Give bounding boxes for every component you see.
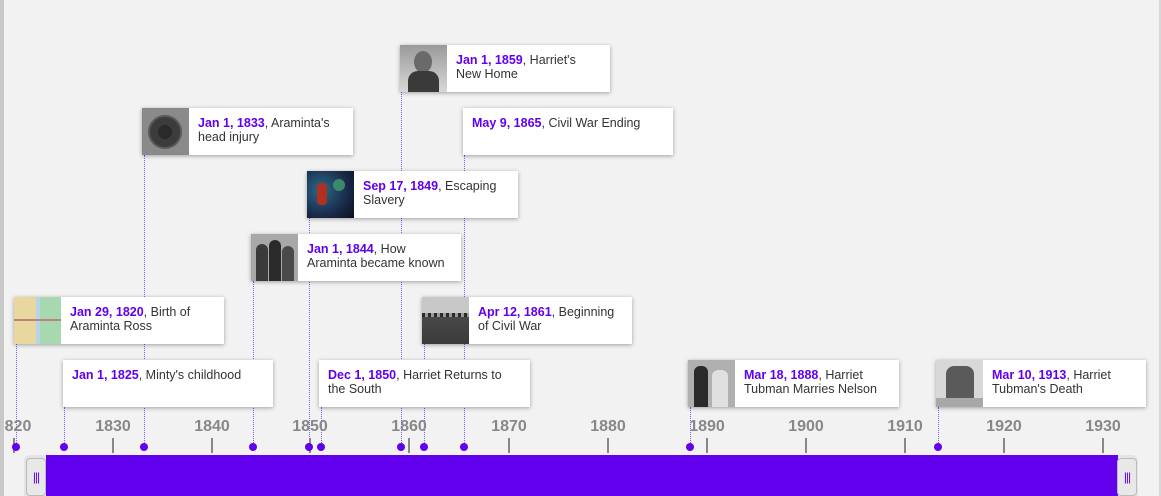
event-date: Apr 12, 1861 xyxy=(478,305,552,319)
event-title: Escaping Slavery xyxy=(363,179,497,207)
event-title: How Araminta became known xyxy=(307,242,445,270)
event-date: Jan 1, 1833 xyxy=(198,116,265,130)
event-title: Harriet's New Home xyxy=(456,53,576,81)
event-date: Sep 17, 1849 xyxy=(363,179,439,193)
event-card-head-injury[interactable]: Jan 1, 1833, Araminta's head injury xyxy=(142,108,353,155)
axis-tick xyxy=(1102,438,1104,453)
event-marker[interactable] xyxy=(305,443,313,451)
axis-tick xyxy=(211,438,213,453)
axis-label: 820 xyxy=(4,418,32,435)
portrait-photo-icon xyxy=(400,45,447,92)
wedding-photo-icon xyxy=(688,360,735,407)
axis-label: 1910 xyxy=(887,418,923,435)
event-card-beginning-of-civil-war[interactable]: Apr 12, 1861, Beginning of Civil War xyxy=(422,297,632,344)
event-date: Mar 10, 1913 xyxy=(992,368,1067,382)
group-photo-icon xyxy=(251,234,298,281)
event-marker[interactable] xyxy=(60,443,68,451)
event-title: Birth of Araminta Ross xyxy=(70,305,191,333)
leader-line xyxy=(309,218,310,447)
axis-label: 1920 xyxy=(986,418,1022,435)
iron-weight-photo-icon xyxy=(142,108,189,155)
event-card-harriets-new-home[interactable]: Jan 1, 1859, Harriet's New Home xyxy=(400,45,610,92)
event-card-harriet-marries-nelson[interactable]: Mar 18, 1888, Harriet Tubman Marries Nel… xyxy=(688,360,899,407)
leader-line xyxy=(16,344,17,447)
event-date: May 9, 1865 xyxy=(472,116,542,130)
event-card-civil-war-ending[interactable]: May 9, 1865, Civil War Ending xyxy=(463,108,673,155)
event-card-how-araminta-became-known[interactable]: Jan 1, 1844, How Araminta became known xyxy=(251,234,461,281)
axis-label: 1900 xyxy=(788,418,824,435)
axis-tick xyxy=(805,438,807,453)
event-marker[interactable] xyxy=(934,443,942,451)
grip-icon: ||| xyxy=(32,470,40,484)
event-title: Harriet Tubman Marries Nelson xyxy=(744,368,877,396)
event-marker[interactable] xyxy=(12,443,20,451)
range-slider-right-handle[interactable]: ||| xyxy=(1117,458,1137,496)
axis-label: 1890 xyxy=(689,418,725,435)
gravestone-photo-icon xyxy=(936,360,983,407)
axis-label: 1830 xyxy=(95,418,131,435)
event-title: Harriet Returns to the South xyxy=(328,368,502,396)
map-icon xyxy=(14,297,61,344)
leader-line xyxy=(321,407,322,447)
event-card-birth-of-araminta[interactable]: Jan 29, 1820, Birth of Araminta Ross xyxy=(14,297,224,344)
axis-tick xyxy=(1003,438,1005,453)
leader-line xyxy=(690,407,691,447)
event-date: Dec 1, 1850 xyxy=(328,368,397,382)
axis-tick xyxy=(706,438,708,453)
event-marker[interactable] xyxy=(317,443,325,451)
axis-tick xyxy=(112,438,114,453)
event-date: Jan 1, 1859 xyxy=(456,53,523,67)
event-marker[interactable] xyxy=(249,443,257,451)
event-title: Beginning of Civil War xyxy=(478,305,615,333)
event-card-mintys-childhood[interactable]: Jan 1, 1825, Minty's childhood xyxy=(63,360,273,407)
event-card-harriet-returns[interactable]: Dec 1, 1850, Harriet Returns to the Sout… xyxy=(319,360,530,407)
left-edge xyxy=(0,0,4,496)
axis-label: 1930 xyxy=(1085,418,1121,435)
event-marker[interactable] xyxy=(140,443,148,451)
soldiers-photo-icon xyxy=(422,297,469,344)
event-date: Jan 29, 1820 xyxy=(70,305,144,319)
event-title: Civil War Ending xyxy=(548,116,641,130)
event-marker[interactable] xyxy=(686,443,694,451)
axis-tick xyxy=(607,438,609,453)
axis-label: 1870 xyxy=(491,418,527,435)
event-card-escaping-slavery[interactable]: Sep 17, 1849, Escaping Slavery xyxy=(307,171,518,218)
range-slider-left-handle[interactable]: ||| xyxy=(26,458,46,496)
event-marker[interactable] xyxy=(460,443,468,451)
event-date: Jan 1, 1844 xyxy=(307,242,374,256)
event-marker[interactable] xyxy=(420,443,428,451)
event-title: Araminta's head injury xyxy=(198,116,330,144)
grip-icon: ||| xyxy=(1123,470,1131,484)
axis-tick xyxy=(508,438,510,453)
range-slider-selection[interactable] xyxy=(46,455,1118,496)
axis-tick xyxy=(408,438,410,453)
event-title: Minty's childhood xyxy=(145,368,242,382)
axis-tick xyxy=(904,438,906,453)
right-edge xyxy=(1159,0,1161,496)
axis-label: 1840 xyxy=(194,418,230,435)
axis-label: 1860 xyxy=(391,418,427,435)
leader-line xyxy=(64,407,65,447)
leader-line xyxy=(938,407,939,447)
event-title: Harriet Tubman's Death xyxy=(992,368,1111,396)
axis-label: 1850 xyxy=(292,418,328,435)
axis-label: 1880 xyxy=(590,418,626,435)
event-date: Jan 1, 1825 xyxy=(72,368,139,382)
event-card-harriet-tubmans-death[interactable]: Mar 10, 1913, Harriet Tubman's Death xyxy=(936,360,1146,407)
event-date: Mar 18, 1888 xyxy=(744,368,819,382)
painting-icon xyxy=(307,171,354,218)
event-marker[interactable] xyxy=(397,443,405,451)
